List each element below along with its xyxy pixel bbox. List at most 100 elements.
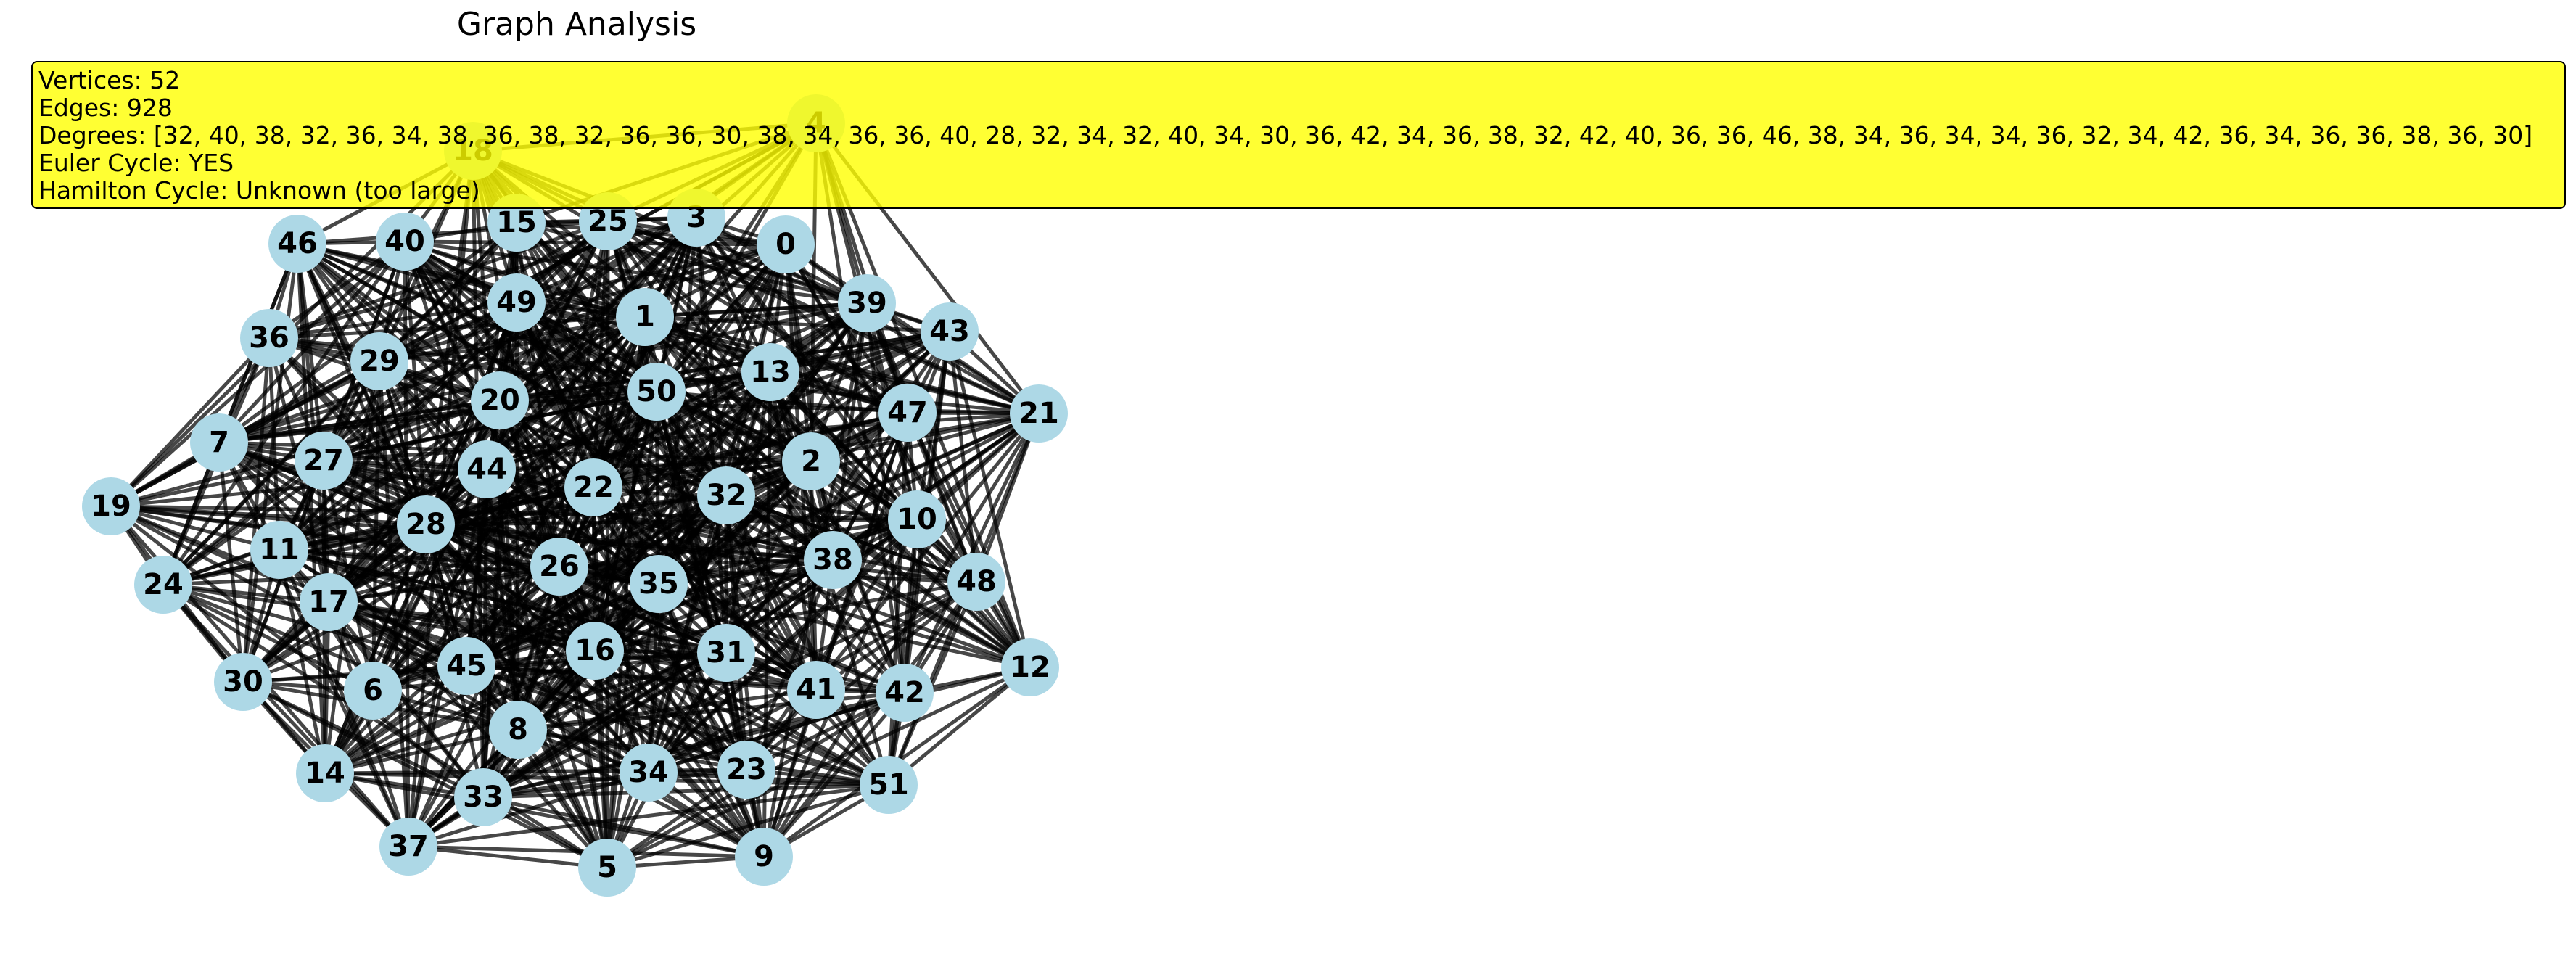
node-layer: 0123456789101112131415161718192021222324… bbox=[82, 94, 1068, 897]
node-circle bbox=[300, 573, 358, 631]
graph-node: 36 bbox=[240, 309, 298, 367]
node-circle bbox=[134, 556, 192, 614]
graph-edge bbox=[647, 688, 818, 775]
node-label: 9 bbox=[754, 840, 774, 873]
node-label: 6 bbox=[363, 674, 383, 707]
graph-edge bbox=[887, 666, 1032, 786]
graph-edge bbox=[268, 300, 517, 340]
graph-edge bbox=[242, 680, 485, 799]
node-circle bbox=[489, 701, 547, 759]
graph-edge bbox=[297, 242, 657, 394]
graph-edge bbox=[403, 240, 906, 694]
graph-node: 27 bbox=[295, 432, 353, 490]
graph-node: 6 bbox=[344, 662, 402, 720]
node-label: 10 bbox=[897, 503, 937, 536]
graph-edge bbox=[814, 412, 910, 691]
graph-node: 40 bbox=[376, 213, 434, 271]
graph-node: 8 bbox=[489, 701, 547, 759]
node-circle bbox=[860, 756, 918, 814]
graph-edge bbox=[403, 239, 834, 562]
node-label: 20 bbox=[480, 384, 520, 417]
node-label: 41 bbox=[796, 673, 836, 707]
graph-node: 29 bbox=[350, 332, 408, 390]
graph-edge bbox=[464, 469, 489, 667]
graph-node: 35 bbox=[630, 555, 688, 613]
graph-edge bbox=[905, 412, 979, 583]
node-label: 34 bbox=[628, 756, 669, 789]
graph-edge bbox=[407, 371, 772, 848]
node-circle bbox=[735, 828, 793, 886]
graph-node: 42 bbox=[876, 664, 934, 722]
graph-edge bbox=[657, 582, 906, 695]
node-circle bbox=[697, 624, 755, 682]
graph-edge bbox=[162, 467, 487, 587]
node-label: 8 bbox=[508, 713, 528, 746]
node-label: 17 bbox=[308, 585, 349, 619]
graph-edge bbox=[268, 301, 868, 340]
node-label: 21 bbox=[1019, 397, 1059, 430]
node-circle bbox=[1001, 638, 1059, 696]
node-circle bbox=[397, 495, 455, 553]
node-label: 12 bbox=[1010, 651, 1050, 684]
node-circle bbox=[627, 363, 686, 421]
graph-edge bbox=[327, 600, 519, 732]
graph-node: 11 bbox=[250, 521, 308, 579]
graph-edge bbox=[646, 302, 869, 774]
graph-edge bbox=[424, 302, 519, 525]
node-label: 46 bbox=[277, 227, 318, 260]
node-circle bbox=[376, 213, 434, 271]
node-circle bbox=[717, 741, 775, 799]
node-circle bbox=[620, 744, 678, 802]
node-circle bbox=[295, 432, 353, 490]
graph-node: 24 bbox=[134, 556, 192, 614]
node-label: 11 bbox=[259, 533, 300, 567]
graph-node: 45 bbox=[437, 637, 495, 695]
graph-node: 49 bbox=[487, 273, 546, 332]
node-circle bbox=[214, 653, 272, 711]
graph-node: 44 bbox=[458, 440, 516, 498]
graph-edge bbox=[831, 302, 869, 561]
node-circle bbox=[471, 371, 529, 429]
node-circle bbox=[616, 288, 674, 346]
graph-node: 26 bbox=[530, 538, 588, 596]
graph-edge bbox=[297, 219, 609, 246]
graph-node: 17 bbox=[300, 573, 358, 631]
node-label: 15 bbox=[496, 206, 537, 239]
node-label: 38 bbox=[812, 543, 853, 577]
graph-node: 39 bbox=[838, 274, 896, 332]
graph-node: 46 bbox=[268, 215, 326, 273]
graph-node: 23 bbox=[717, 741, 775, 799]
page-title: Graph Analysis bbox=[456, 6, 697, 43]
graph-edge bbox=[654, 390, 891, 786]
node-label: 22 bbox=[573, 471, 614, 504]
node-circle bbox=[921, 302, 979, 361]
node-circle bbox=[804, 531, 862, 589]
node-label: 49 bbox=[496, 286, 537, 319]
graph-edge bbox=[515, 301, 818, 691]
node-circle bbox=[888, 490, 946, 548]
graph-edge bbox=[403, 240, 502, 402]
graph-edge bbox=[482, 783, 889, 799]
hamilton-cycle-status: Hamilton Cycle: Unknown (too large) bbox=[38, 176, 480, 205]
node-label: 28 bbox=[406, 508, 446, 541]
graph-node: 38 bbox=[804, 531, 862, 589]
info-box: Vertices: 52 Edges: 928 Degrees: [32, 40… bbox=[31, 61, 2566, 209]
graph-edge bbox=[408, 844, 608, 870]
graph-edge bbox=[657, 411, 909, 586]
graph-edge bbox=[646, 495, 728, 773]
node-circle bbox=[782, 432, 840, 490]
graph-edge bbox=[242, 564, 560, 684]
node-circle bbox=[838, 274, 896, 332]
node-label: 1 bbox=[635, 300, 655, 334]
graph-edge bbox=[326, 601, 411, 847]
graph-edge bbox=[647, 412, 1040, 774]
node-label: 13 bbox=[750, 355, 791, 389]
node-label: 2 bbox=[801, 445, 821, 478]
graph-edge bbox=[606, 219, 1040, 416]
graph-edge bbox=[110, 337, 271, 508]
edges-count: Edges: 928 bbox=[38, 94, 173, 122]
node-label: 37 bbox=[388, 830, 429, 863]
graph-edge bbox=[296, 242, 818, 691]
node-circle bbox=[190, 413, 248, 472]
node-circle bbox=[947, 553, 1005, 611]
